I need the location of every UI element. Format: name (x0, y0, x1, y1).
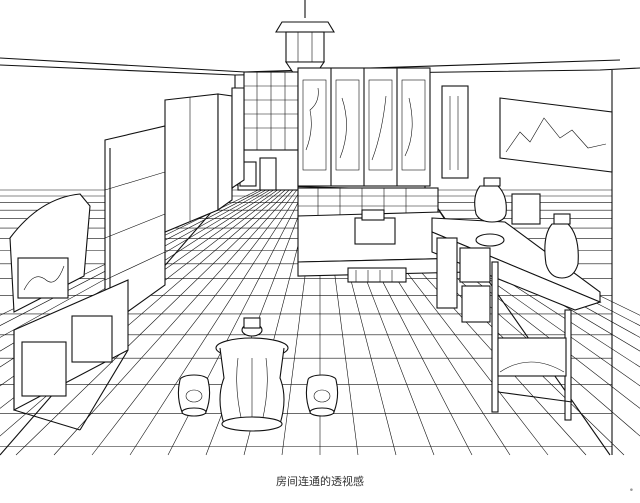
altar-table (431, 217, 602, 421)
carved-cabinet (9, 193, 129, 431)
back-doorway (237, 71, 299, 191)
floor-tile-line (91, 189, 298, 456)
floor-tile-line (129, 189, 301, 456)
drum-stool-left (177, 374, 211, 417)
vase-pair (474, 177, 579, 279)
hanging-lantern (275, 0, 335, 84)
floor-tile-line (0, 189, 263, 326)
display-shelves (104, 87, 245, 330)
calligraphy-scroll (441, 85, 469, 179)
watermark-text: • (628, 486, 634, 496)
round-tea-table (215, 317, 289, 432)
room-perspective-drawing (0, 0, 640, 456)
floor-tile-line (53, 189, 294, 456)
folding-screen (297, 67, 431, 187)
floor-tile-line (0, 189, 286, 437)
floor-tile-line (0, 189, 259, 316)
floor-tile-line (0, 189, 267, 338)
couch-bed (297, 187, 472, 283)
landscape-painting (499, 97, 613, 173)
floor-tile-line (15, 189, 290, 456)
drum-stool-right (305, 374, 339, 417)
image-caption: 房间连通的透视感 (276, 475, 364, 488)
